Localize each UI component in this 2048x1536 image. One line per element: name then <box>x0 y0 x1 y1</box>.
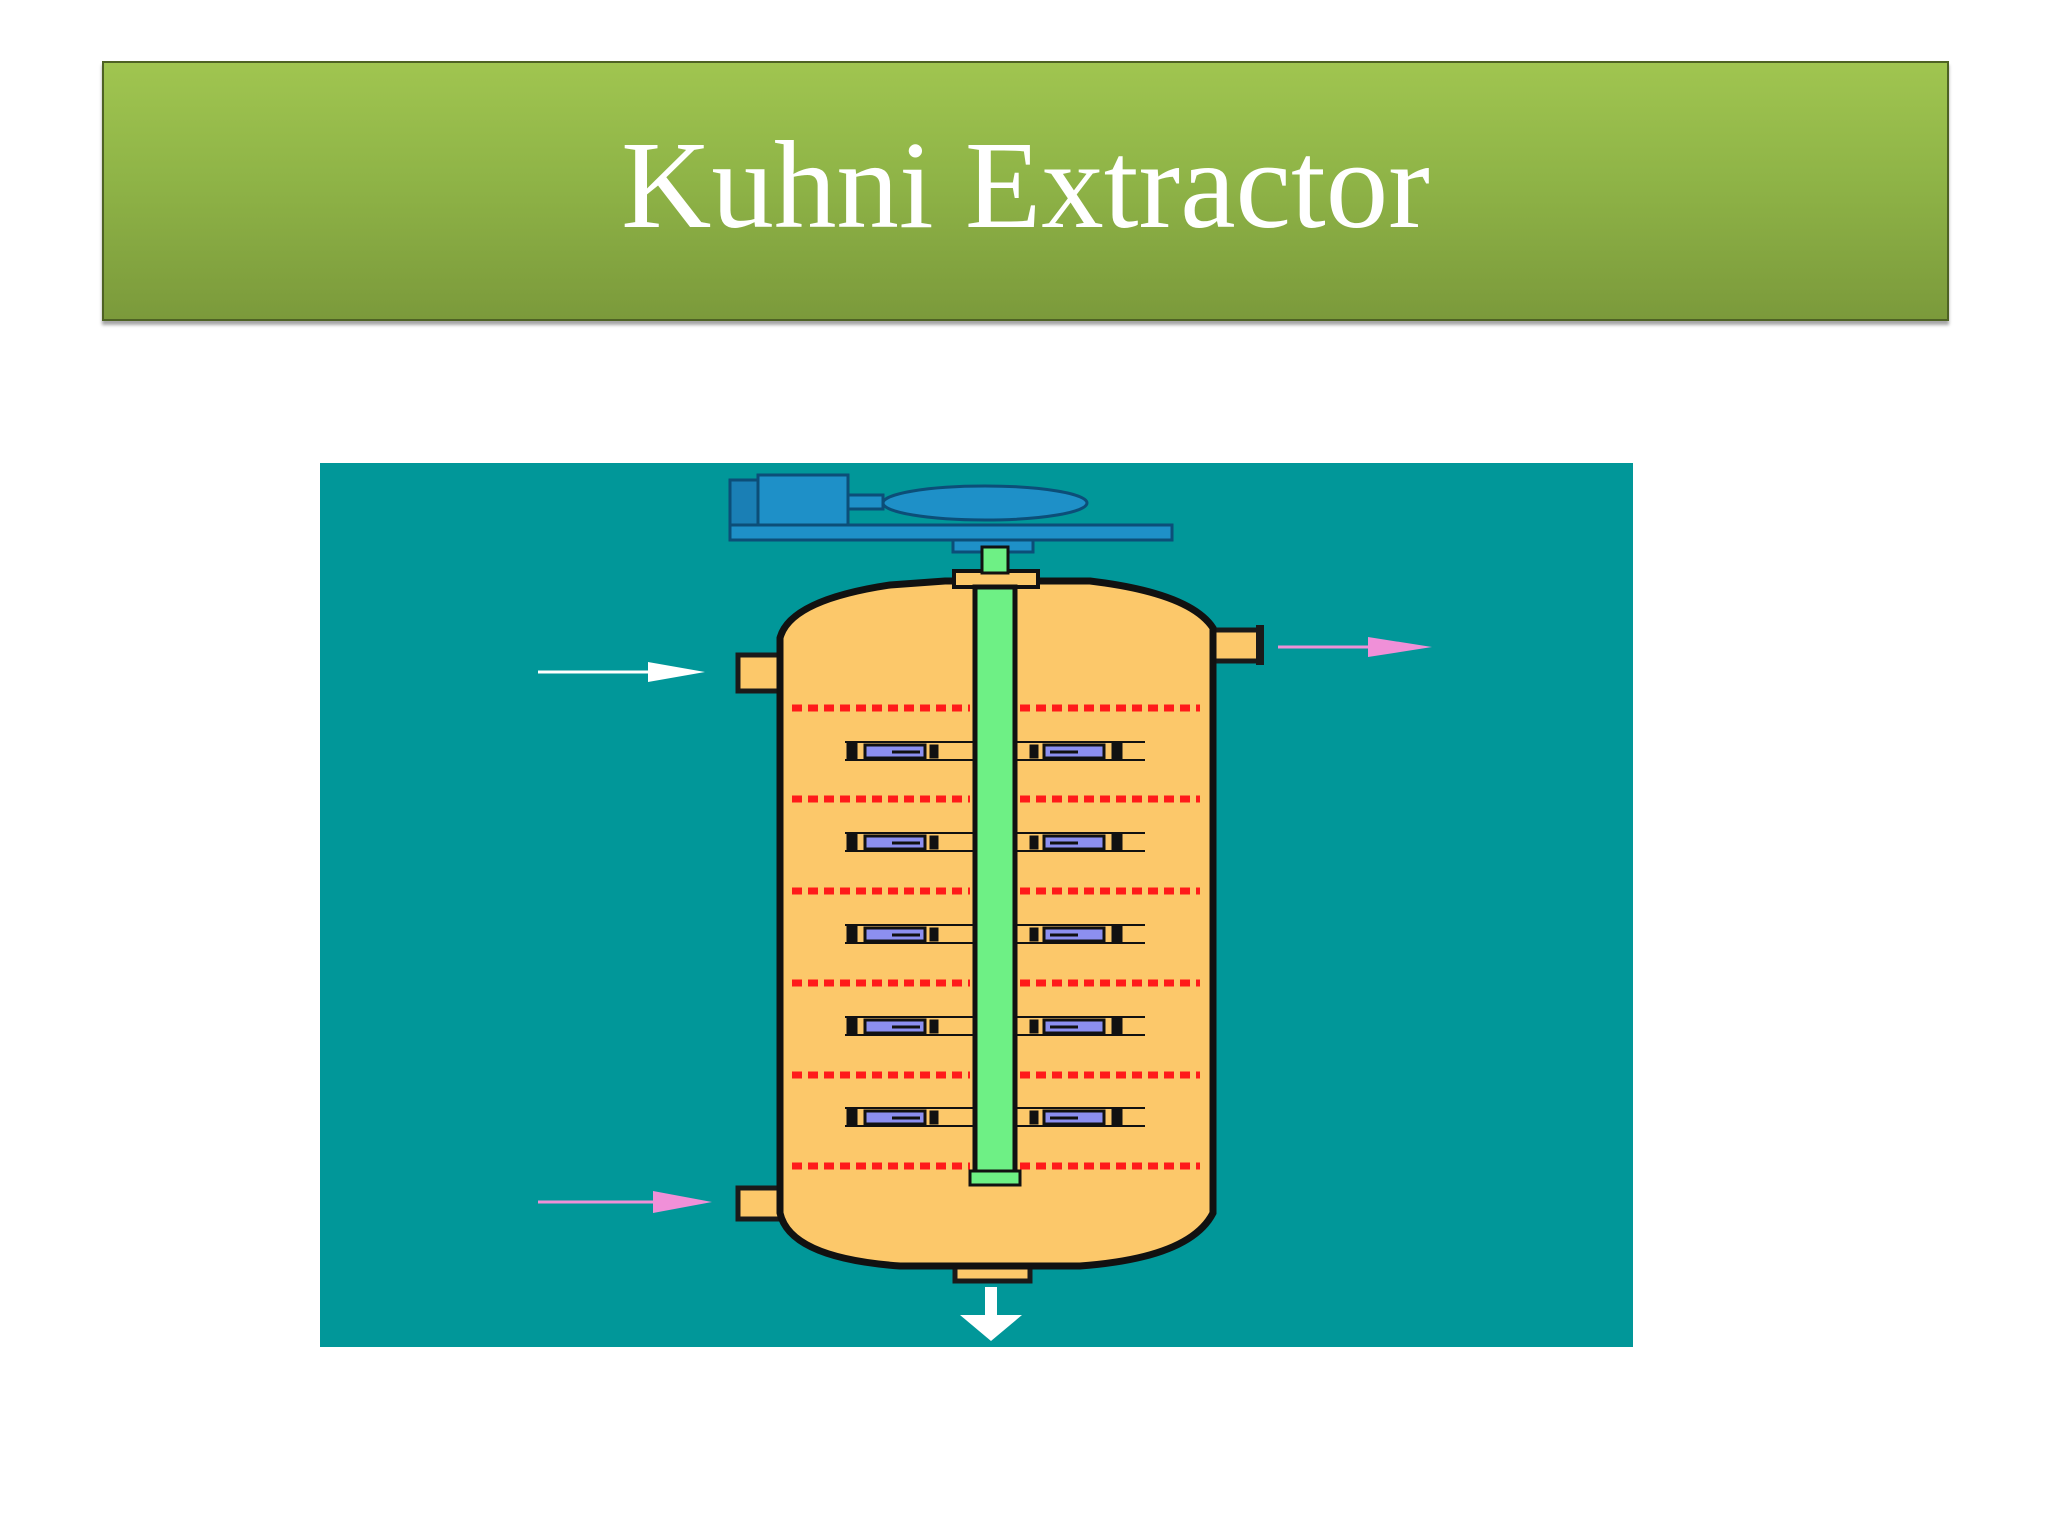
title-bar: Kuhni Extractor <box>102 61 1949 321</box>
stator-plates <box>792 704 1200 1170</box>
agitator-shaft <box>952 545 1040 1187</box>
extractor-diagram <box>320 463 1633 1347</box>
drive-motor <box>728 473 1174 554</box>
light-phase-outlet-arrow <box>1278 637 1432 657</box>
impellers <box>845 741 1145 1127</box>
light-phase-inlet-arrow <box>538 662 705 682</box>
heavy-phase-outlet-arrow <box>960 1287 1022 1341</box>
slide-title: Kuhni Extractor <box>621 116 1430 255</box>
heavy-phase-inlet-arrow <box>538 1191 712 1213</box>
